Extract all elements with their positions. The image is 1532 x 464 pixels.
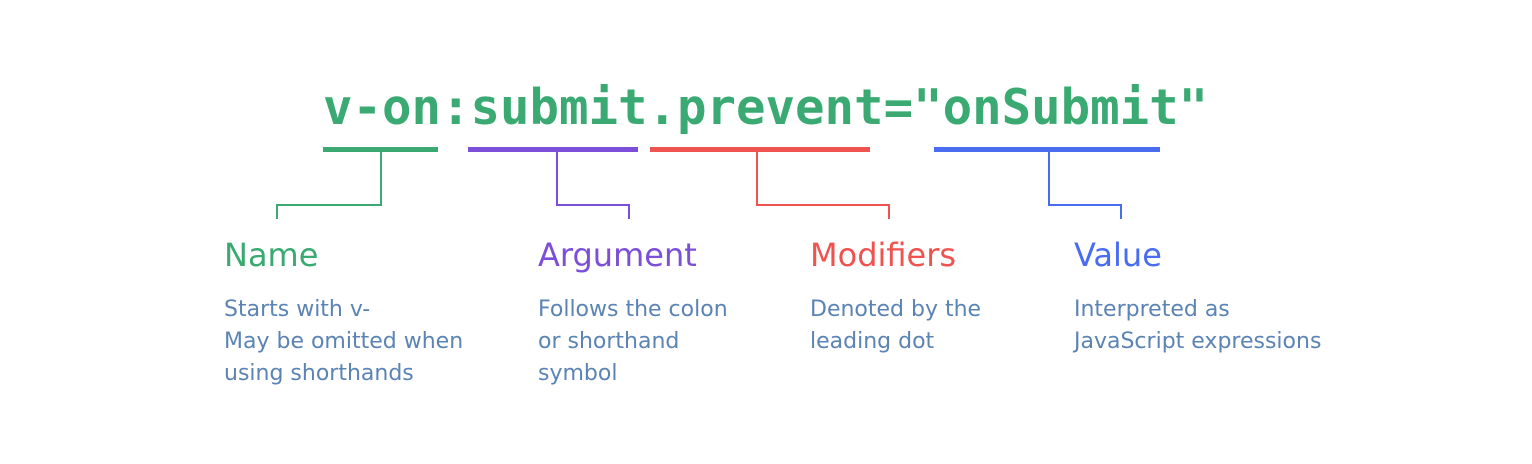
value-description-line: Interpreted as: [1074, 297, 1230, 322]
value-connector: [934, 147, 1160, 219]
argument-description-line: Follows the colon: [538, 297, 728, 322]
modifiers-description-line: leading dot: [810, 329, 935, 354]
modifiers-description: Denoted by the leading dot: [810, 294, 981, 358]
name-description: Starts with v- May be omitted when using…: [224, 294, 463, 390]
argument-bracket-line: [556, 152, 630, 219]
modifiers-bracket-line: [756, 152, 890, 219]
argument-description-line: or shorthand: [538, 329, 680, 354]
directive-modifier-text: .prevent: [647, 79, 884, 136]
modifiers-underline: [650, 147, 870, 152]
argument-connector: [468, 147, 638, 219]
directive-colon-text: :: [441, 79, 471, 136]
argument-description: Follows the colon or shorthand symbol: [538, 294, 728, 390]
directive-name-text: v-on: [323, 79, 442, 136]
directive-syntax: v-on:submit.prevent="onSubmit": [323, 78, 1208, 138]
name-underline: [323, 147, 438, 152]
modifiers-connector: [650, 147, 890, 219]
name-label: Name: [224, 236, 319, 274]
value-bracket-line: [1048, 152, 1122, 219]
name-description-line: May be omitted when: [224, 329, 464, 354]
value-description-line: JavaScript expressions: [1074, 329, 1322, 354]
name-connector: [276, 147, 438, 219]
argument-label: Argument: [538, 236, 697, 274]
name-description-line: Starts with v-: [224, 297, 371, 322]
argument-underline: [468, 147, 638, 152]
directive-close-quote-text: ": [1178, 79, 1209, 136]
modifiers-label: Modifiers: [810, 236, 957, 274]
value-underline: [934, 147, 1160, 152]
directive-equals-quote-text: =": [883, 79, 943, 136]
value-description: Interpreted as JavaScript expressions: [1074, 294, 1321, 358]
value-label: Value: [1074, 236, 1162, 274]
modifiers-description-line: Denoted by the: [810, 297, 982, 322]
name-description-line: using shorthands: [224, 361, 414, 386]
name-bracket-line: [276, 152, 382, 219]
directive-argument-text: submit: [470, 79, 648, 136]
directive-value-text: onSubmit: [942, 79, 1179, 136]
argument-description-line: symbol: [538, 361, 618, 386]
